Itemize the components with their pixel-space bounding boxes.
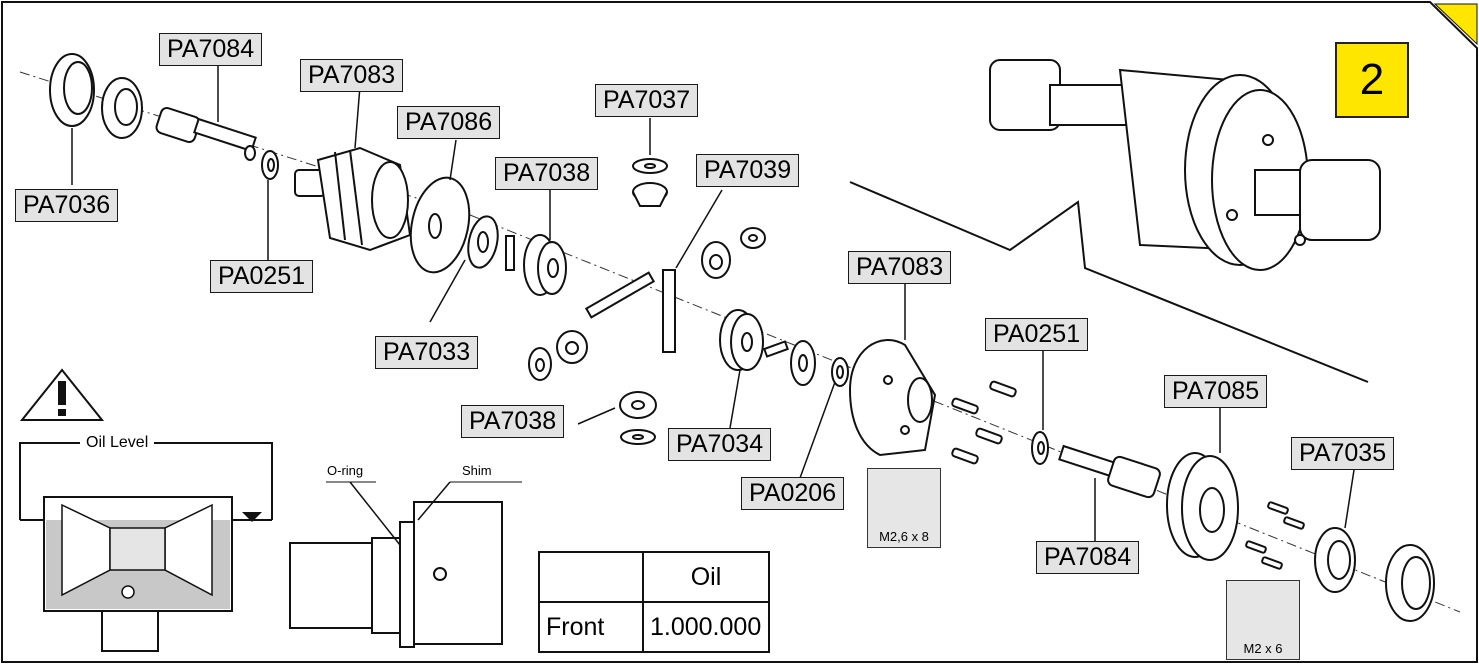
part-label-pa7038-bottom: PA7038 xyxy=(461,405,565,438)
part-pa7038-gear-left xyxy=(523,234,567,296)
oil-level-label: Oil Level xyxy=(80,434,155,452)
assembly-axis xyxy=(19,71,1461,613)
screw-spec-large: M2,6 x 8 xyxy=(867,468,941,548)
assembled-view-divider xyxy=(849,181,1369,383)
part-pa0251-shim-right xyxy=(1031,431,1049,465)
warning-icon xyxy=(19,368,105,421)
part-label-pa7084-bottom: PA7084 xyxy=(1036,541,1140,574)
screw-spec-large-label: M2,6 x 8 xyxy=(879,529,929,544)
part-label-pa0251-left: PA0251 xyxy=(210,260,314,293)
part-pa7036-ring xyxy=(49,53,95,127)
oil-level-diagram xyxy=(19,442,273,652)
part-pa0251-shim-left xyxy=(261,150,279,180)
part-pa7083-case-right xyxy=(848,339,937,457)
part-pa7037-washer xyxy=(632,158,668,207)
oil-table-header: Oil xyxy=(642,551,770,603)
part-small-pin-right xyxy=(763,340,789,358)
part-label-pa7085: PA7085 xyxy=(1164,375,1268,408)
assembled-differential xyxy=(989,59,1381,271)
part-label-pa7083-top: PA7083 xyxy=(300,59,404,92)
screw-spec-small-label: M2 x 6 xyxy=(1243,641,1283,656)
part-washer-center xyxy=(790,340,849,387)
oil-table: Oil Front 1.000.000 xyxy=(538,551,770,653)
shim-label: Shim xyxy=(462,463,492,478)
part-pa7039-cross-pin xyxy=(584,269,676,353)
part-label-pa7083-right: PA7083 xyxy=(848,251,952,284)
oil-table-header-row: Oil xyxy=(538,551,770,603)
oil-table-row-value: 1.000.000 xyxy=(642,601,770,653)
part-screws-m26 xyxy=(951,380,1017,465)
part-label-pa7038-top: PA7038 xyxy=(495,157,599,190)
part-spider-gear-right xyxy=(701,227,766,279)
screw-spec-small: M2 x 6 xyxy=(1226,580,1300,660)
part-label-pa7033: PA7033 xyxy=(375,336,479,369)
part-label-pa7037: PA7037 xyxy=(595,84,699,117)
part-pa7035-bearing xyxy=(1314,527,1356,593)
step-number-badge: 2 xyxy=(1335,42,1409,118)
part-label-pa7084-top: PA7084 xyxy=(159,33,263,66)
oil-table-empty-cell xyxy=(538,551,644,603)
part-pa7034-gear xyxy=(719,309,764,371)
part-spider-gear-bottom xyxy=(528,330,588,381)
part-screws-m2 xyxy=(1245,501,1305,570)
part-label-pa7034: PA7034 xyxy=(668,428,772,461)
leader-lines xyxy=(71,60,1355,542)
part-label-pa7086: PA7086 xyxy=(397,106,501,139)
oil-table-row-label: Front xyxy=(538,601,644,653)
cross-section-diagram xyxy=(289,481,522,648)
part-bearing-left xyxy=(101,77,143,139)
part-pa7038-gear-bottom xyxy=(619,391,657,445)
corner-tab xyxy=(1433,3,1478,46)
part-pa7086-gasket xyxy=(409,176,471,274)
oil-table-row: Front 1.000.000 xyxy=(538,601,770,653)
oring-label: O-ring xyxy=(327,463,364,478)
part-pa7084-outdrive-right xyxy=(1058,444,1161,499)
part-pa7033-washer xyxy=(467,215,499,269)
part-ring-right xyxy=(1385,544,1435,622)
part-label-pa0206: PA0206 xyxy=(741,477,845,510)
part-pa7085-spur-gear xyxy=(1166,452,1239,561)
part-label-pa7036: PA7036 xyxy=(15,189,119,222)
part-label-pa7039: PA7039 xyxy=(696,154,800,187)
part-label-pa7035: PA7035 xyxy=(1291,437,1395,470)
part-pa7084-outdrive-left xyxy=(155,107,257,161)
part-pa7083-case-left xyxy=(294,146,412,252)
part-label-pa0251-right: PA0251 xyxy=(985,318,1089,351)
part-small-pin-left xyxy=(505,235,515,271)
